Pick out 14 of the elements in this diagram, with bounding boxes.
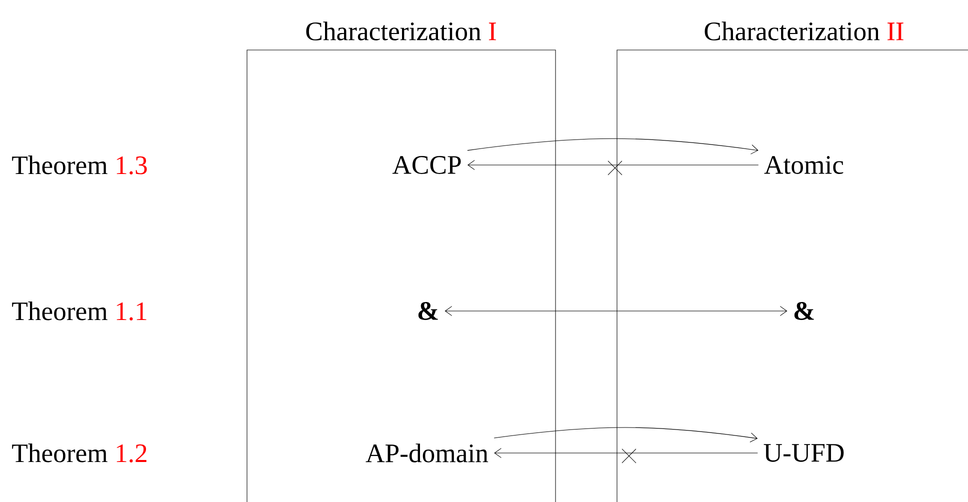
theorem-label: Theorem 1.3 — [12, 156, 147, 174]
curved-arrow — [467, 138, 758, 154]
term-label: & — [418, 302, 438, 320]
term-label: Atomic — [764, 156, 844, 174]
curved-arrow — [494, 427, 758, 442]
term-label: ACCP — [392, 156, 461, 174]
theorem-label: Theorem 1.1 — [12, 302, 146, 320]
term-label: U-UFD — [764, 444, 844, 462]
term-label: & — [794, 302, 814, 320]
theorem-label: Theorem 1.2 — [12, 444, 146, 462]
arrow — [494, 448, 758, 458]
arrow — [444, 306, 788, 316]
term-label: AP-domain — [366, 444, 488, 462]
arrow — [467, 160, 759, 170]
